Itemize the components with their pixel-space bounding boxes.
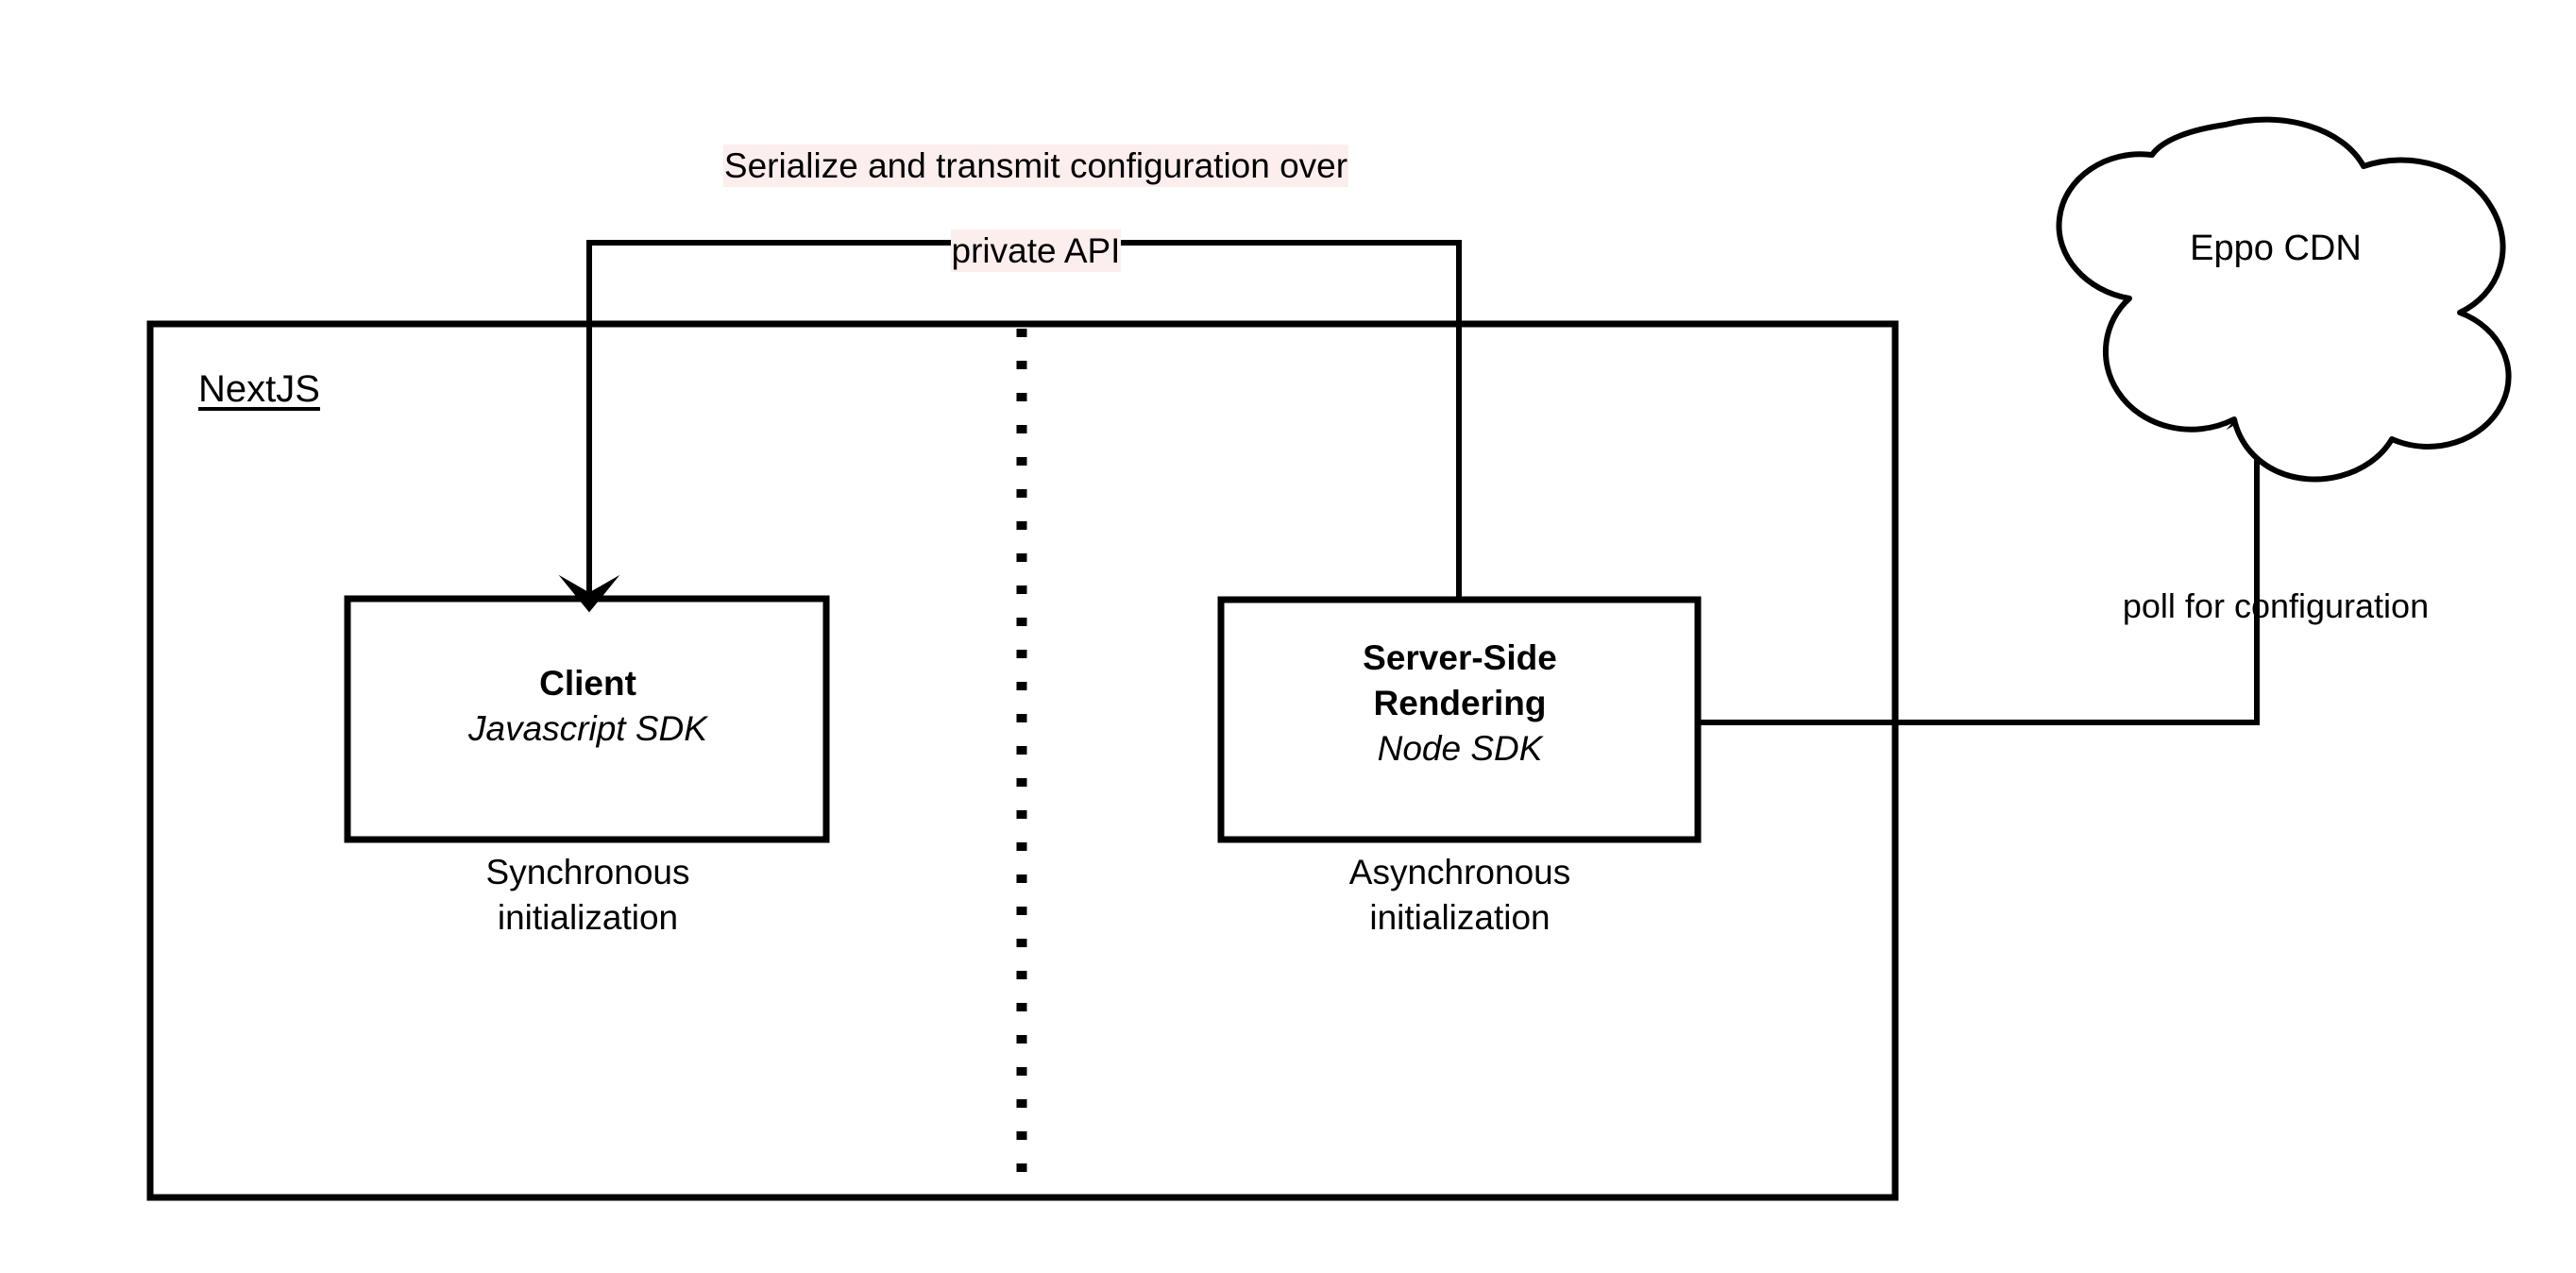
ssr-node-text: Server-Side Rendering Node SDK	[1221, 636, 1699, 772]
client-node-caption: Synchronous initialization	[347, 850, 828, 941]
eppo-cdn-label: Eppo CDN	[2190, 229, 2362, 268]
client-node-text: Client Javascript SDK	[347, 661, 828, 752]
ssr-node-rect[interactable]	[1217, 596, 1702, 843]
ssr-node-subtitle: Node SDK	[1377, 729, 1543, 769]
poll-edge-label: poll for configuration	[2122, 586, 2430, 625]
serialize-edge-label-line2: private API	[950, 229, 1122, 273]
client-caption-line1: Synchronous	[485, 853, 690, 891]
ssr-node-title-line2: Rendering	[1373, 684, 1547, 723]
eppo-cdn-cloud-shape[interactable]	[2056, 116, 2512, 483]
client-caption-line2: initialization	[497, 898, 679, 938]
ssr-caption-line1: Asynchronous	[1348, 853, 1571, 891]
serialize-edge-label: Serialize and transmit configuration ove…	[627, 102, 1445, 273]
serialize-connector-path	[558, 240, 1462, 613]
nextjs-container-rect	[146, 320, 1899, 1201]
ssr-caption-line2: initialization	[1369, 898, 1551, 938]
ssr-node-caption: Asynchronous initialization	[1221, 850, 1699, 941]
ssr-node-title-line1: Server-Side	[1363, 638, 1557, 677]
poll-connector-path	[1698, 392, 2288, 725]
client-node-title: Client	[539, 664, 636, 703]
client-node-subtitle: Javascript SDK	[468, 709, 707, 749]
serialize-edge-label-line1: Serialize and transmit configuration ove…	[722, 144, 1349, 188]
nextjs-container-label: NextJS	[198, 368, 320, 410]
